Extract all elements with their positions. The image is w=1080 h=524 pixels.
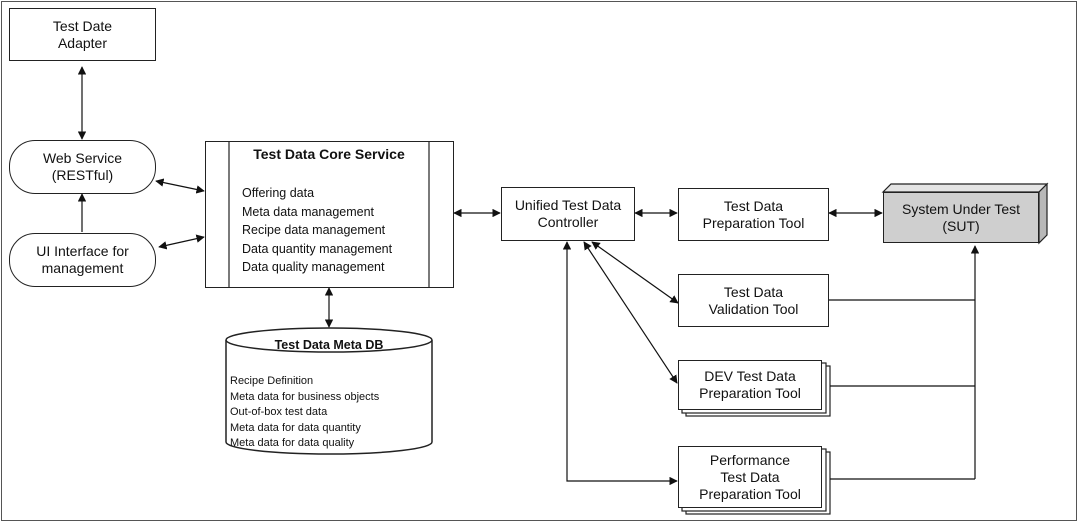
meta-db-item: Recipe Definition <box>230 375 314 387</box>
arrow-webservice-core <box>155 178 205 194</box>
arrow-ui-core <box>158 234 205 250</box>
meta-db-item: Meta data for data quality <box>230 437 355 449</box>
meta-db-title: Test Data Meta DB <box>274 338 384 352</box>
prep-tool-box: Test Data Preparation Tool <box>678 188 829 241</box>
core-service-item: Offering data <box>242 186 315 200</box>
core-service-list: Offering data Meta data management Recip… <box>242 184 392 277</box>
core-service-item: Recipe data management <box>242 223 386 237</box>
unified-controller-box: Unified Test Data Controller <box>501 187 635 241</box>
ui-interface-box: UI Interface for management <box>9 233 156 287</box>
arrow-controller-perf <box>562 241 678 486</box>
arrow-controller-dev <box>583 241 678 384</box>
meta-db-item: Meta data for business objects <box>230 390 380 403</box>
core-service-box <box>205 141 454 288</box>
web-service-box: Web Service (RESTful) <box>9 140 156 194</box>
meta-db-item: Out-of-box test data <box>230 406 328 418</box>
test-date-adapter-box: Test Date Adapter <box>9 8 156 61</box>
arrow-controller-validation <box>591 241 679 304</box>
core-service-item: Meta data management <box>242 204 375 219</box>
core-service-item: Data quantity management <box>242 241 393 256</box>
validation-tool-box: Test Data Validation Tool <box>678 274 829 327</box>
sut-box: System Under Test (SUT) <box>883 192 1039 243</box>
core-service-title: Test Data Core Service <box>253 146 405 162</box>
dev-prep-tool-box: DEV Test Data Preparation Tool <box>678 360 822 410</box>
meta-db-list: Recipe Definition Meta data for business… <box>230 374 379 452</box>
meta-db-item: Meta data for data quantity <box>230 421 361 434</box>
core-service-item: Data quality management <box>242 260 385 274</box>
meta-db-cylinder <box>225 327 433 455</box>
perf-prep-tool-box: Performance Test Data Preparation Tool <box>678 446 822 508</box>
